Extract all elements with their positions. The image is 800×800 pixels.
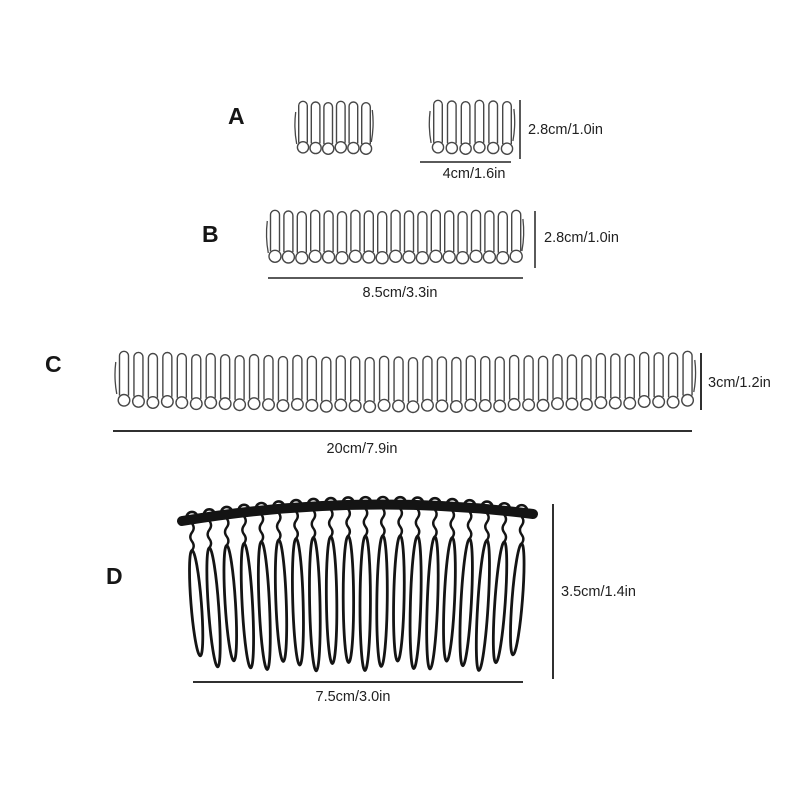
comb-d	[177, 495, 538, 673]
item-a-height-label: 2.8cm/1.0in	[528, 122, 603, 138]
item-c-height-label: 3cm/1.2in	[708, 375, 771, 391]
item-c-width-label: 20cm/7.9in	[326, 441, 398, 457]
item-b-letter: B	[202, 221, 220, 247]
comb-a-left	[294, 100, 374, 155]
comb-c	[114, 350, 697, 414]
item-a-height-line	[519, 100, 521, 159]
item-a-width-label: 4cm/1.6in	[442, 166, 506, 182]
item-b-width-line	[268, 277, 523, 279]
item-d-height-label: 3.5cm/1.4in	[561, 584, 636, 600]
comb-a-right	[428, 99, 516, 155]
item-b-width-label: 8.5cm/3.3in	[362, 285, 438, 301]
item-d-height-line	[552, 504, 554, 679]
item-c-letter: C	[45, 351, 63, 377]
item-a-letter: A	[228, 103, 246, 129]
item-d-letter: D	[106, 563, 124, 589]
item-a-width-line	[420, 161, 511, 163]
comb-b	[265, 209, 525, 265]
item-b-height-label: 2.8cm/1.0in	[544, 230, 619, 246]
item-d-width-line	[193, 681, 523, 683]
item-b-height-line	[534, 211, 536, 268]
item-c-width-line	[113, 430, 692, 432]
item-d-width-label: 7.5cm/3.0in	[315, 689, 391, 705]
item-c-height-line	[700, 353, 702, 410]
